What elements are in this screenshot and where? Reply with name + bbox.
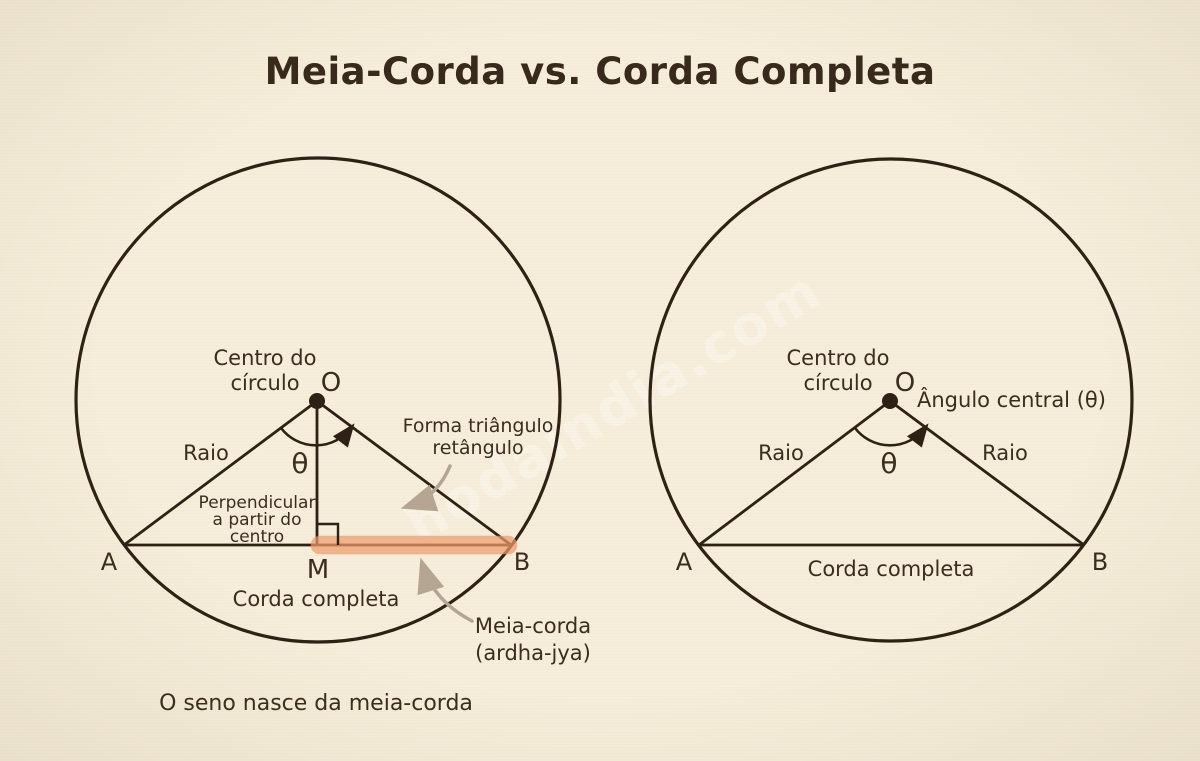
- half-chord-label-line2: (ardha-jya): [475, 641, 591, 665]
- right-diagram: Centro do círculo O Ângulo central (θ) R…: [648, 157, 1134, 643]
- left-theta-label: θ: [291, 447, 308, 480]
- left-theta-arc: [279, 423, 355, 448]
- half-chord-label-arrow: [417, 557, 474, 623]
- half-chord-highlight: [310, 535, 518, 555]
- left-point-m-label: M: [307, 555, 329, 585]
- right-point-b-label: B: [1092, 548, 1108, 576]
- right-triangle-note-arrow: [400, 464, 452, 512]
- left-center-label-line2: círculo: [230, 371, 299, 395]
- left-full-chord-label: Corda completa: [233, 587, 400, 611]
- left-diagram: Centro do círculo O Raio θ Forma triângu…: [74, 156, 591, 716]
- right-angle-mark: [317, 522, 340, 545]
- perpendicular-note-line2: a partir do: [213, 510, 302, 530]
- right-point-a-label: A: [676, 548, 693, 576]
- right-radius-ob: [889, 399, 1085, 547]
- right-point-o-label: O: [895, 368, 915, 398]
- half-chord-label-line1: Meia-corda: [475, 614, 591, 638]
- page-title: Meia-Corda vs. Corda Completa: [265, 50, 936, 93]
- perpendicular-note-line1: Perpendicular: [199, 493, 316, 513]
- central-angle-label: Ângulo central (θ): [917, 387, 1106, 412]
- right-center-label-line1: Centro do: [786, 346, 889, 370]
- right-radius-oa: [698, 399, 891, 547]
- watermark-text: hodaindia.com: [394, 258, 832, 556]
- perpendicular-note-line3: centro: [230, 527, 284, 547]
- left-point-b-label: B: [514, 548, 530, 576]
- caption-text: O seno nasce da meia-corda: [159, 691, 473, 716]
- left-point-o-label: O: [321, 368, 341, 398]
- right-center-dot: [882, 393, 898, 409]
- left-center-dot: [309, 393, 325, 409]
- right-triangle-note-line1: Forma triângulo: [403, 415, 554, 437]
- left-radius-oa: [123, 399, 318, 547]
- right-center-label-line2: círculo: [803, 371, 872, 395]
- right-theta-label: θ: [880, 447, 897, 480]
- left-center-label-line1: Centro do: [213, 346, 316, 370]
- right-full-chord-label: Corda completa: [808, 557, 975, 581]
- right-radius-label-left: Raio: [758, 441, 804, 465]
- right-circle: [648, 157, 1134, 643]
- left-radius-label: Raio: [183, 441, 229, 465]
- right-theta-arc: [853, 423, 929, 448]
- left-point-a-label: A: [101, 548, 118, 576]
- right-triangle-note-line2: retângulo: [432, 437, 523, 459]
- left-circle: [74, 156, 562, 644]
- right-radius-label-right: Raio: [982, 441, 1028, 465]
